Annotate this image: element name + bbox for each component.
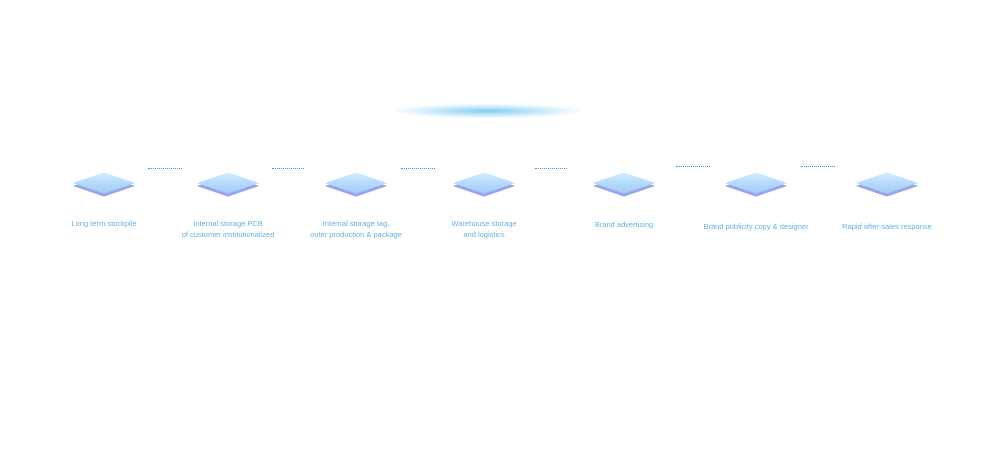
step-label: Internal storage tag, outer production &… (310, 219, 402, 239)
connector-5-6 (676, 166, 710, 167)
platform-icon (196, 172, 260, 194)
step-label: Brand publicity copy & designer (703, 222, 809, 231)
connector-2-3 (272, 168, 304, 169)
connector-1-2 (148, 168, 182, 169)
connector-6-7 (801, 166, 835, 167)
platform-icon (72, 172, 136, 194)
step-label: Rapid after-sales response (842, 222, 932, 231)
step-label: Warehouse storage and logistics (451, 219, 517, 239)
step-label: Brand advertising (594, 220, 654, 229)
platform-icon (452, 172, 516, 194)
platform-icon (324, 172, 388, 194)
step-label: Long term stockpile (71, 219, 137, 228)
platform-icon (855, 172, 919, 194)
connector-3-4 (401, 168, 435, 169)
step-label: Internal storage PCB of customer institu… (181, 219, 275, 239)
connector-4-5 (535, 168, 567, 169)
glow-highlight (395, 104, 580, 118)
platform-icon (724, 172, 788, 194)
platform-icon (592, 172, 656, 194)
